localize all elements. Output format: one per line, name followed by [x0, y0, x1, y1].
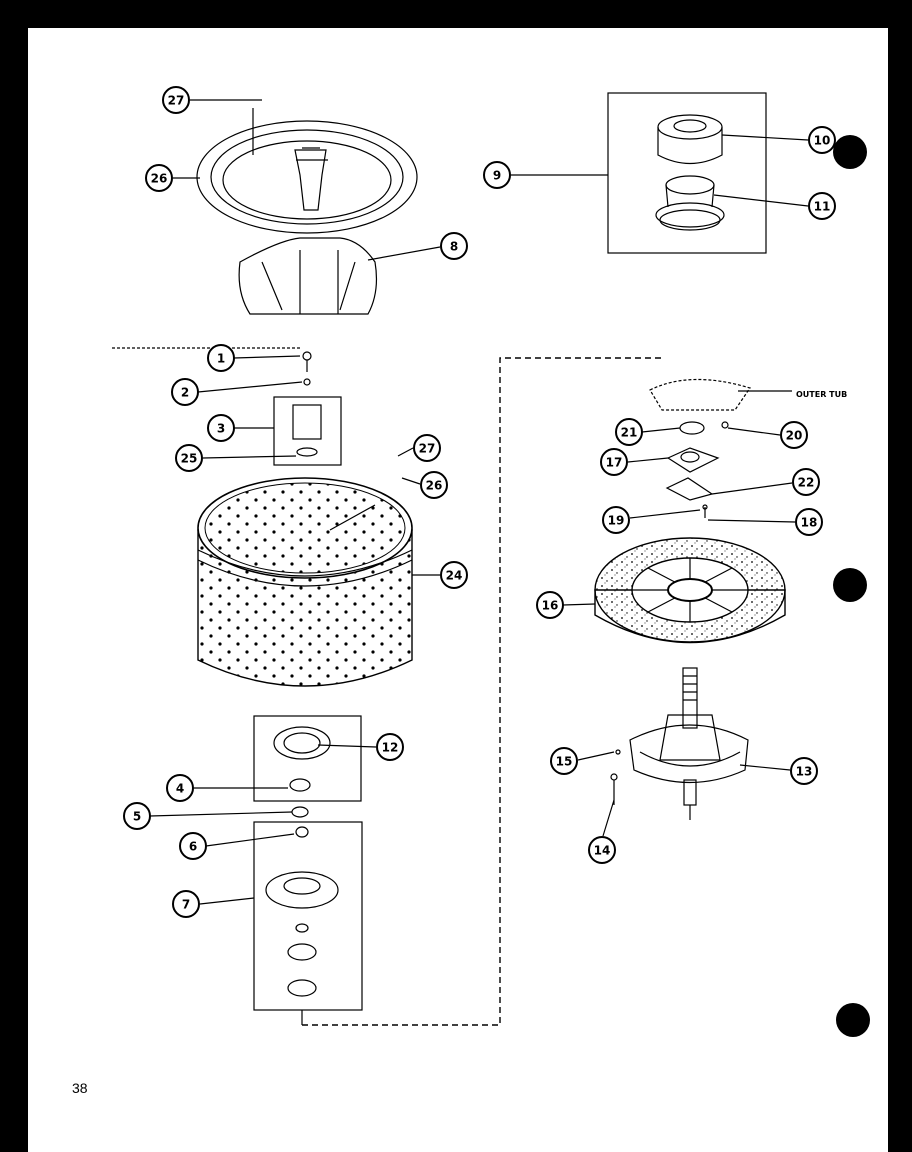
callout-label: 3	[217, 422, 225, 436]
callout-label: 27	[419, 442, 436, 456]
callout-20: 20	[780, 421, 808, 449]
callout-label: 25	[181, 452, 198, 466]
callout-label: 9	[493, 169, 501, 183]
registration-dot	[836, 1003, 870, 1037]
callout-label: 16	[542, 599, 559, 613]
callout-label: 7	[182, 898, 190, 912]
callout-8: 8	[440, 232, 468, 260]
callout-17: 17	[600, 448, 628, 476]
callout-label: 15	[556, 755, 573, 769]
callout-23: 26	[145, 164, 173, 192]
callout-12: 12	[376, 733, 404, 761]
callout-24: 27	[162, 86, 190, 114]
callout-21: 21	[615, 418, 643, 446]
bearing-kit-box	[607, 92, 767, 254]
callout-16: 16	[536, 591, 564, 619]
callout-label: 26	[426, 479, 443, 493]
callout-label: 21	[621, 426, 638, 440]
callout-4: 4	[166, 774, 194, 802]
callout-3: 3	[207, 414, 235, 442]
drive-pulley	[594, 537, 786, 644]
leader-lines	[149, 99, 809, 905]
callout-27: 27	[413, 434, 441, 462]
callout-label: 6	[189, 840, 197, 854]
callout-label: 4	[176, 782, 184, 796]
callout-11: 11	[808, 192, 836, 220]
callout-15: 15	[550, 747, 578, 775]
callout-22: 22	[792, 468, 820, 496]
callout-10: 10	[808, 126, 836, 154]
assembly-route-line	[302, 357, 664, 1026]
callout-label: 1	[217, 352, 225, 366]
callout-2: 2	[171, 378, 199, 406]
callout-label: 18	[801, 516, 818, 530]
agitator-assembly	[196, 108, 418, 315]
callout-label: 12	[382, 741, 399, 755]
callout-label: 24	[446, 569, 463, 583]
page-number: 38	[72, 1080, 88, 1096]
callout-label: 14	[594, 844, 611, 858]
registration-dot	[833, 135, 867, 169]
transmission	[610, 667, 749, 820]
callout-26: 25	[175, 444, 203, 472]
callout-label: 11	[814, 200, 831, 214]
registration-dot	[833, 568, 867, 602]
callout-5: 5	[123, 802, 151, 830]
outer-tub-label: OUTER TUB	[796, 390, 847, 399]
callout-13: 13	[790, 757, 818, 785]
callout-label: 13	[796, 765, 813, 779]
callout-25: 24	[440, 561, 468, 589]
callout-7: 7	[172, 890, 200, 918]
center-hardware	[112, 347, 342, 466]
callout-1: 1	[207, 344, 235, 372]
callout-label: 20	[786, 429, 803, 443]
callout-label: 5	[133, 810, 141, 824]
callout-label: 10	[814, 134, 831, 148]
callout-label: 22	[798, 476, 815, 490]
callout-label: 26	[151, 172, 168, 186]
callout-14: 14	[588, 836, 616, 864]
callout-label: 17	[606, 456, 623, 470]
callout-18: 18	[795, 508, 823, 536]
spin-basket	[197, 477, 413, 687]
callout-9: 9	[483, 161, 511, 189]
callout-label: 8	[450, 240, 458, 254]
callout-label: 2	[181, 386, 189, 400]
callout-19: 19	[602, 506, 630, 534]
callout-label: 19	[608, 514, 625, 528]
callout-label: 27	[168, 94, 185, 108]
basket-seal-group	[253, 715, 363, 1025]
callout-26-right: 26	[420, 471, 448, 499]
callout-6: 6	[179, 832, 207, 860]
